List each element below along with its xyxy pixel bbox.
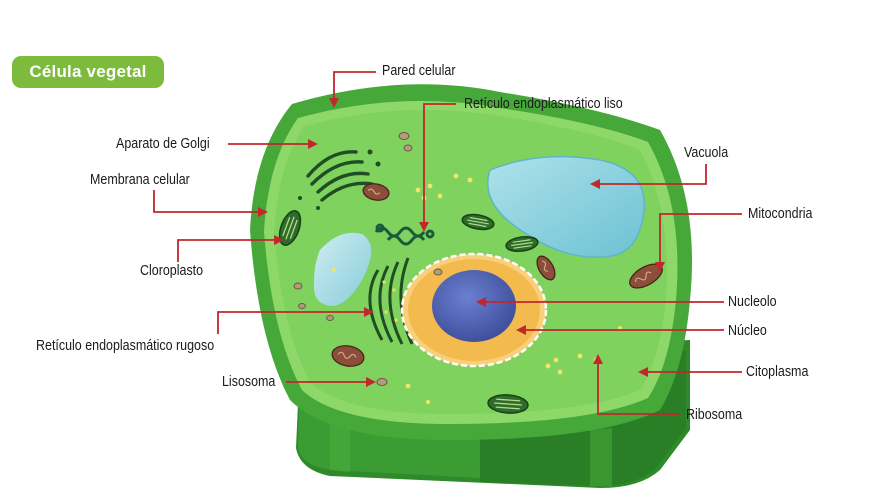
smooth-er (374, 223, 435, 246)
rough-er (368, 257, 414, 345)
arrow-cloroplasto (177, 235, 284, 262)
golgi-apparatus (298, 149, 381, 210)
lysosomes (293, 132, 443, 386)
label-ribosoma: Ribosoma (686, 407, 743, 423)
label-lisosoma: Lisosoma (222, 374, 276, 390)
arrow-membrana (153, 190, 268, 217)
arrow-vacuola (590, 164, 707, 189)
label-mitocondria: Mitocondria (748, 206, 813, 222)
label-vacuola: Vacuola (684, 145, 729, 161)
chloroplasts (278, 210, 539, 414)
label-nucleolo: Nucleolo (728, 294, 777, 310)
small-vacuole (313, 232, 372, 306)
label-reticulo-rugoso: Retículo endoplasmático rugoso (36, 338, 215, 354)
label-pared-celular: Pared celular (382, 63, 456, 79)
vacuole (487, 155, 646, 258)
nucleolus (432, 270, 516, 342)
leader-arrows (153, 71, 742, 415)
arrow-ribosoma (593, 354, 680, 415)
label-reticulo-liso: Retículo endoplasmático liso (464, 96, 623, 112)
mitochondria (331, 183, 663, 367)
ribosome-granules (332, 173, 622, 404)
diagram-title: Célula vegetal (12, 56, 164, 88)
label-membrana-celular: Membrana celular (90, 172, 190, 188)
label-aparato-golgi: Aparato de Golgi (116, 136, 210, 152)
arrow-pared-celular (329, 71, 376, 108)
nucleus (400, 252, 548, 368)
arrow-reticulo-liso (419, 103, 456, 232)
label-cloroplasto: Cloroplasto (140, 263, 204, 279)
arrow-reticulo-rugoso (217, 307, 374, 334)
arrow-mitocondria (655, 213, 742, 272)
label-nucleo: Núcleo (728, 323, 767, 339)
label-citoplasma: Citoplasma (746, 364, 809, 380)
